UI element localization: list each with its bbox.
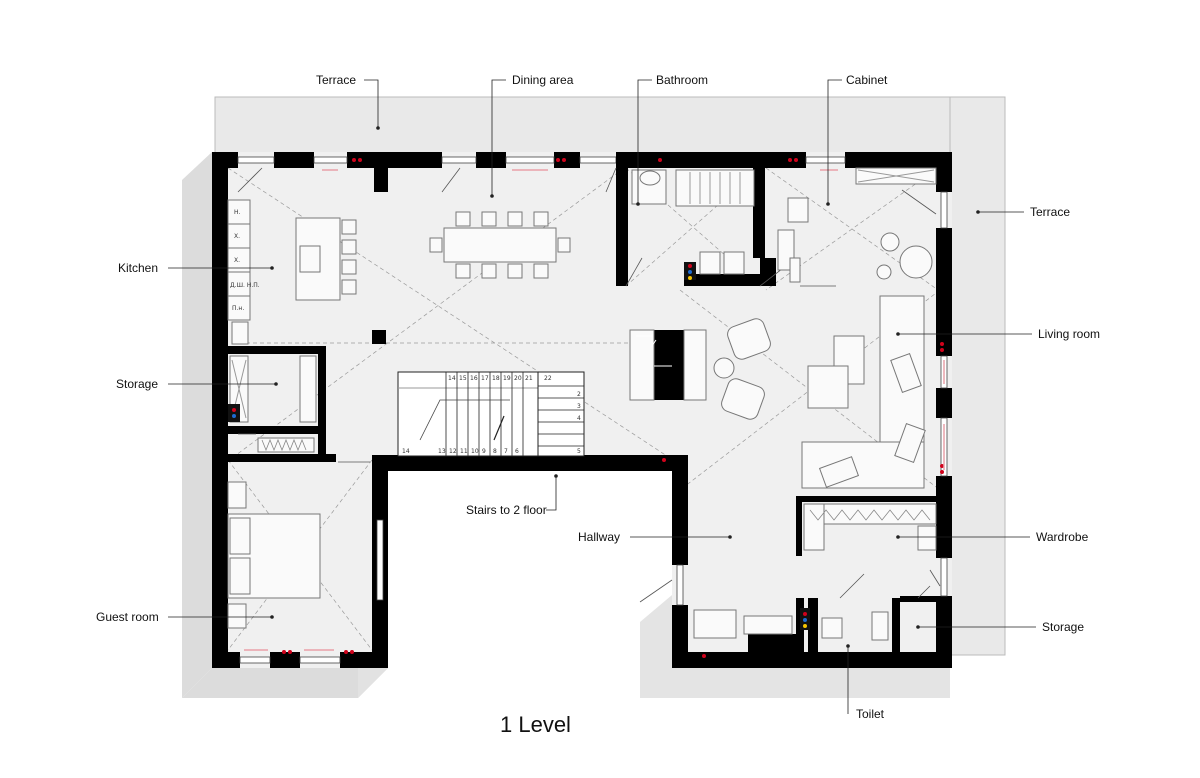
kitchen-cabinet-label: Д.Ш. Н.П. xyxy=(230,282,260,289)
terrace-area xyxy=(214,96,1006,656)
guest-room-furniture xyxy=(227,481,321,629)
storage-left-shelves xyxy=(228,355,317,453)
stair-step-label: 9 xyxy=(482,448,486,455)
stair-step-label: 20 xyxy=(514,375,522,382)
kitchen-cabinet-label: П.н. xyxy=(232,305,244,312)
leader-lines xyxy=(168,79,1036,714)
stair-step-label: 14 xyxy=(448,375,456,382)
cabinet-furniture xyxy=(777,167,937,283)
label-storage-right: Storage xyxy=(1042,620,1084,634)
label-dining-area: Dining area xyxy=(512,73,574,87)
stair-step-label: 5 xyxy=(577,448,581,455)
label-hallway: Hallway xyxy=(578,530,620,544)
label-kitchen: Kitchen xyxy=(118,261,158,275)
stairs: 14 15 16 17 18 19 20 21 22 2 3 4 14 13 1… xyxy=(397,371,585,457)
stair-step-label: 4 xyxy=(577,415,581,422)
stair-step-label: 22 xyxy=(544,375,552,382)
label-terrace-top: Terrace xyxy=(316,73,356,87)
doors xyxy=(237,167,941,603)
label-living-room: Living room xyxy=(1038,327,1100,341)
interior-walls xyxy=(226,152,940,654)
stair-step-label: 14 xyxy=(402,448,410,455)
label-wardrobe: Wardrobe xyxy=(1036,530,1089,544)
stair-step-label: 6 xyxy=(515,448,519,455)
leader-dots xyxy=(270,126,980,648)
fireplace-column xyxy=(629,329,707,401)
kitchen-counter: Н. Х. Х. Д.Ш. Н.П. П.н. xyxy=(227,199,260,345)
stair-step-label: 21 xyxy=(525,375,533,382)
stair-step-label: 19 xyxy=(503,375,511,382)
outlets xyxy=(282,158,944,658)
living-room-furniture xyxy=(713,295,926,489)
label-terrace-right: Terrace xyxy=(1030,205,1070,219)
stair-step-label: 2 xyxy=(577,391,581,398)
label-stairs: Stairs to 2 floor xyxy=(466,503,547,517)
label-storage-left: Storage xyxy=(116,377,158,391)
label-bathroom: Bathroom xyxy=(656,73,708,87)
toilet-fixtures xyxy=(800,608,889,641)
kitchen-cabinet-label: Н. xyxy=(234,209,241,216)
stair-step-label: 15 xyxy=(459,375,467,382)
label-guest-room: Guest room xyxy=(96,610,159,624)
kitchen-cabinet-label: Х. xyxy=(234,257,240,264)
outlet-markers xyxy=(244,169,945,651)
label-cabinet: Cabinet xyxy=(846,73,888,87)
level-caption: 1 Level xyxy=(500,712,571,737)
stair-step-label: 8 xyxy=(493,448,497,455)
dining-table xyxy=(429,211,571,279)
stair-step-label: 17 xyxy=(481,375,489,382)
stair-step-label: 11 xyxy=(460,448,468,455)
room-labels: Terrace Dining area Bathroom Cabinet Ter… xyxy=(96,73,1100,721)
stair-step-label: 10 xyxy=(471,448,479,455)
stair-step-label: 18 xyxy=(492,375,500,382)
stair-step-label: 12 xyxy=(449,448,457,455)
exterior-walls xyxy=(212,152,952,668)
kitchen-cabinet-label: Х. xyxy=(234,233,240,240)
hallway-furniture xyxy=(693,609,793,639)
stair-step-label: 13 xyxy=(438,448,446,455)
wardrobe-furniture xyxy=(803,503,937,551)
kitchen-island xyxy=(295,217,357,301)
stair-step-label: 3 xyxy=(577,403,581,410)
label-toilet: Toilet xyxy=(856,707,885,721)
stair-step-label: 16 xyxy=(470,375,478,382)
stair-step-label: 7 xyxy=(504,448,508,455)
